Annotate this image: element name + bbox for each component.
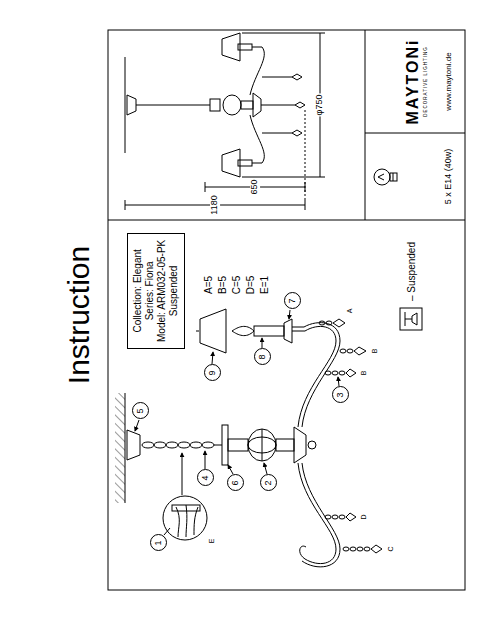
node-text: 5 x E14 (40w)	[443, 149, 453, 205]
note-text: B=5	[217, 276, 228, 294]
node-text: 4	[200, 476, 210, 481]
node-text: www.maytoni.de	[444, 52, 453, 110]
dimension-label: 650	[250, 178, 260, 195]
bar-line	[365, 30, 366, 220]
crystals	[319, 319, 382, 553]
bar-divider	[365, 133, 465, 134]
bulb	[232, 326, 254, 335]
lamp-shade	[200, 309, 226, 353]
callout-number: 3	[332, 387, 349, 404]
part-letter: D	[360, 514, 368, 519]
twisted-rod	[142, 442, 222, 448]
callout-number: 6	[227, 475, 244, 492]
node-text: 6	[230, 481, 240, 486]
panel-divider	[108, 220, 465, 221]
node-text: 2	[263, 481, 273, 486]
node-text: 9	[207, 371, 217, 376]
node-text: MAYTONi	[404, 39, 422, 125]
dimension-lamp	[125, 33, 305, 177]
node-text: 8	[257, 355, 267, 360]
node-text: Model: ARM032-05-PK	[156, 240, 168, 342]
node-text: 7	[287, 299, 297, 304]
callout-number: 7	[284, 293, 301, 310]
dimension-label: φ750	[315, 94, 325, 117]
node-text: DECORATIVE LIGHTING	[423, 46, 428, 116]
page-frame	[108, 30, 465, 590]
bulb-icon	[374, 169, 397, 185]
note-text: – Suspended	[406, 242, 417, 301]
callout-number: 1	[150, 535, 167, 552]
page-title: Instruction	[62, 246, 95, 384]
node-text: Suspended	[168, 240, 180, 342]
ceiling-hatch	[115, 393, 125, 503]
callout-number: 4	[197, 470, 214, 487]
info-box: Collection: ElegantSeries: FionaModel: A…	[127, 233, 185, 349]
bobeche	[284, 319, 292, 343]
callout-number: 2	[260, 475, 277, 492]
node-text: Series: Fiona	[144, 240, 156, 342]
callout-number: 8	[254, 349, 271, 366]
part-letter: B	[371, 349, 379, 354]
note-text: E=1	[259, 276, 270, 294]
title-block-cell: 5 x E14 (40w)	[365, 133, 465, 220]
note-text: D=5	[245, 276, 256, 295]
node-text: 5	[135, 409, 145, 414]
arms	[292, 323, 340, 567]
node-text: 1	[153, 541, 163, 546]
node-text: Collection: Elegant	[132, 240, 144, 342]
wire-inset	[163, 496, 207, 540]
suspended-icon	[400, 308, 422, 330]
node-text: 3	[335, 393, 345, 398]
dimension-label: 1180	[210, 194, 220, 215]
part-letter: A	[346, 309, 354, 314]
note-text: A=5	[203, 276, 214, 294]
candle-tube	[254, 326, 284, 336]
dimension-lines	[125, 33, 325, 210]
callout-number: 5	[132, 403, 149, 420]
canopy	[127, 430, 140, 460]
ceiling-line	[125, 393, 126, 503]
note-text: C=5	[231, 276, 242, 295]
title-block-cell: MAYTONiDECORATIVE LIGHTING www.maytoni.de	[365, 30, 465, 133]
chandelier-body	[222, 425, 316, 465]
part-letter: C	[387, 546, 395, 551]
part-letter: B	[360, 371, 368, 376]
part-letter: E	[208, 539, 216, 544]
callout-number: 9	[204, 365, 221, 382]
